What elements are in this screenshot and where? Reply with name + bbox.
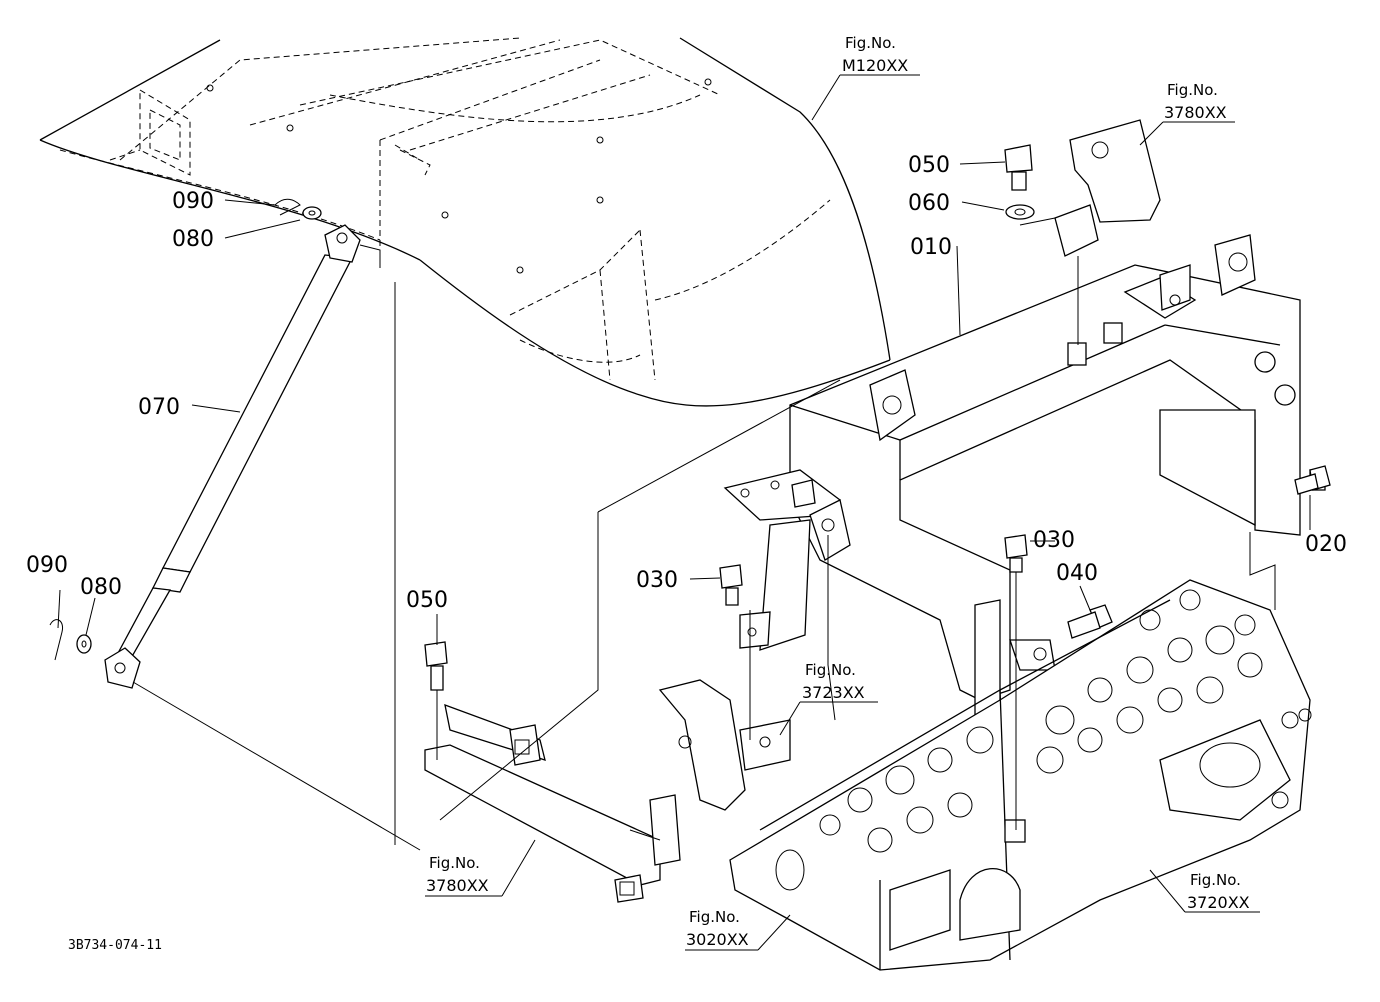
figref-3720-number: 3720XX <box>1187 893 1250 912</box>
callout-090-upper: 090 <box>172 189 214 214</box>
bolts <box>424 144 1331 830</box>
figref-3720-caption: Fig.No. <box>1190 871 1241 889</box>
figref-m120-caption: Fig.No. <box>845 34 896 52</box>
drawing-id: 3B734-074-11 <box>68 938 162 953</box>
washers-and-pins <box>49 198 322 661</box>
callout-020: 020 <box>1305 532 1347 557</box>
engine-cylinder-head <box>658 532 1312 971</box>
figure-references: Fig.No. M120XX Fig.No. 3780XX Fig.No. 37… <box>426 34 1250 949</box>
figref-3780-upper-number: 3780XX <box>1164 103 1227 122</box>
figref-3020-number: 3020XX <box>686 930 749 949</box>
bracket-assembly <box>723 119 1326 723</box>
callout-050-upper: 050 <box>908 153 950 178</box>
callout-080-upper: 080 <box>172 227 214 252</box>
bonnet-outline <box>39 37 891 407</box>
figref-3020-caption: Fig.No. <box>689 908 740 926</box>
callout-080-lower: 080 <box>80 575 122 600</box>
figref-3723-caption: Fig.No. <box>805 661 856 679</box>
callout-040: 040 <box>1056 561 1098 586</box>
callout-030-right: 030 <box>1033 528 1075 553</box>
figref-3723-number: 3723XX <box>802 683 865 702</box>
callout-050-lower: 050 <box>406 588 448 613</box>
part-callouts: 010 020 030 030 040 050 050 060 070 080 … <box>26 153 1347 613</box>
figref-3780-lower-number: 3780XX <box>426 876 489 895</box>
callout-060: 060 <box>908 191 950 216</box>
figref-3780-upper-caption: Fig.No. <box>1167 81 1218 99</box>
callout-030-left: 030 <box>636 568 678 593</box>
gas-strut <box>104 224 421 851</box>
callout-090-lower: 090 <box>26 553 68 578</box>
callout-010: 010 <box>910 235 952 260</box>
leader-lines <box>57 74 1311 951</box>
figref-m120-number: M120XX <box>842 56 908 75</box>
callout-070: 070 <box>138 395 180 420</box>
lower-bracket <box>394 282 841 903</box>
figref-3780-lower-caption: Fig.No. <box>429 854 480 872</box>
